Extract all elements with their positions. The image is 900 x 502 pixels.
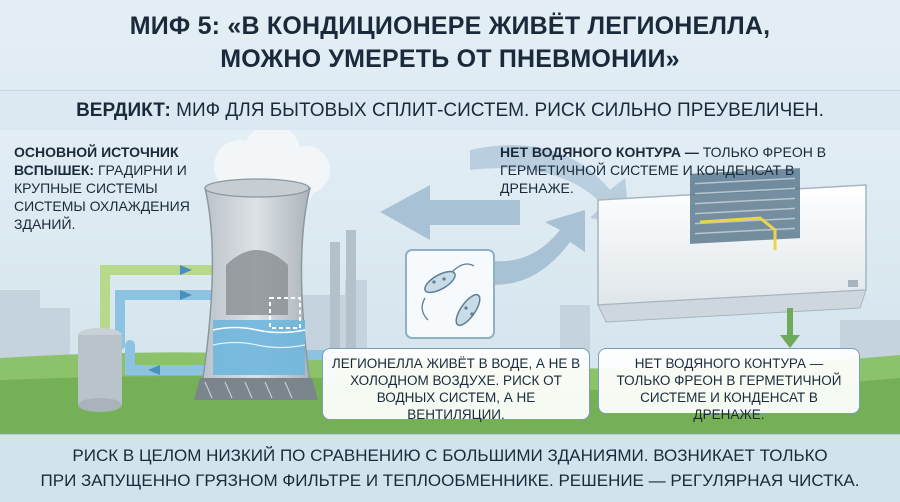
title-line-2: МОЖНО УМЕРЕТЬ ОТ ПНЕВМОНИИ» — [220, 45, 680, 73]
illustration-scene — [0, 130, 900, 435]
callout-right-text: ТОЛЬКО ФРЕОН В ГЕРМЕТИЧНОЙ СИСТЕМЕ И КОН… — [500, 144, 827, 196]
page-title: МИФ 5: «В КОНДИЦИОНЕРЕ ЖИВЁТ ЛЕГИОНЕЛЛА,… — [0, 10, 900, 76]
scene-illustration — [0, 130, 900, 435]
drain-arrow-icon — [780, 308, 800, 348]
cooling-tower-callout: ОСНОВНОЙ ИСТОЧНИК ВСПЫШЕК: ГРАДИРНИ И КР… — [14, 143, 224, 233]
air-conditioner-icon — [597, 168, 867, 323]
verdict-label: ВЕРДИКТ: — [76, 100, 171, 121]
freon-line — [699, 216, 777, 250]
callout-right-bold: НЕТ ВОДЯНОГО КОНТУРА — — [500, 144, 699, 160]
cooling-tower-icon — [194, 178, 318, 400]
smokestacks — [330, 230, 356, 352]
footer-line-2: ПРИ ЗАПУЩЕННО ГРЯЗНОМ ФИЛЬТРЕ И ТЕПЛООБМ… — [40, 471, 860, 490]
pipe-blue-lower — [125, 340, 215, 375]
footer-conclusion: РИСК В ЦЕЛОМ НИЗКИЙ ПО СРАВНЕНИЮ С БОЛЬШ… — [0, 434, 900, 502]
pipe-arrows — [148, 265, 192, 375]
arrow-top-icon — [470, 145, 630, 225]
footer-line-1: РИСК В ЦЕЛОМ НИЗКИЙ ПО СРАВНЕНИЮ С БОЛЬШ… — [72, 446, 828, 465]
verdict-text: ВЕРДИКТ: МИФ ДЛЯ БЫТОВЫХ СПЛИТ-СИСТЕМ. Р… — [0, 91, 900, 131]
ac-callout: НЕТ ВОДЯНОГО КОНТУРА — ТОЛЬКО ФРЕОН В ГЕ… — [500, 143, 830, 197]
title-line-1: МИФ 5: «В КОНДИЦИОНЕРЕ ЖИВЁТ ЛЕГИОНЕЛЛА, — [129, 12, 771, 40]
verdict-body: МИФ ДЛЯ БЫТОВЫХ СПЛИТ-СИСТЕМ. РИСК СИЛЬН… — [170, 100, 824, 121]
footer-text: РИСК В ЦЕЛОМ НИЗКИЙ ПО СРАВНЕНИЮ С БОЛЬШ… — [0, 443, 900, 493]
arrow-left-icon — [380, 185, 520, 240]
title-band: МИФ 5: «В КОНДИЦИОНЕРЕ ЖИВЁТ ЛЕГИОНЕЛЛА,… — [0, 0, 900, 88]
freon-note: НЕТ ВОДЯНОГО КОНТУРА — ТОЛЬКО ФРЕОН В ГЕ… — [598, 348, 860, 422]
verdict-bar: ВЕРДИКТ: МИФ ДЛЯ БЫТОВЫХ СПЛИТ-СИСТЕМ. Р… — [0, 90, 900, 132]
callout-left-bold: ОСНОВНОЙ ИСТОЧНИК ВСПЫШЕК: — [14, 144, 179, 178]
storage-tank — [78, 328, 122, 412]
legionella-note: ЛЕГИОНЕЛЛА ЖИВЁТ В ВОДЕ, А НЕ В ХОЛОДНОМ… — [322, 348, 590, 422]
bacteria-icon — [405, 249, 495, 339]
callout-left-text: ГРАДИРНИ И КРУПНЫЕ СИСТЕМЫ СИСТЕМЫ ОХЛАЖ… — [14, 162, 190, 232]
